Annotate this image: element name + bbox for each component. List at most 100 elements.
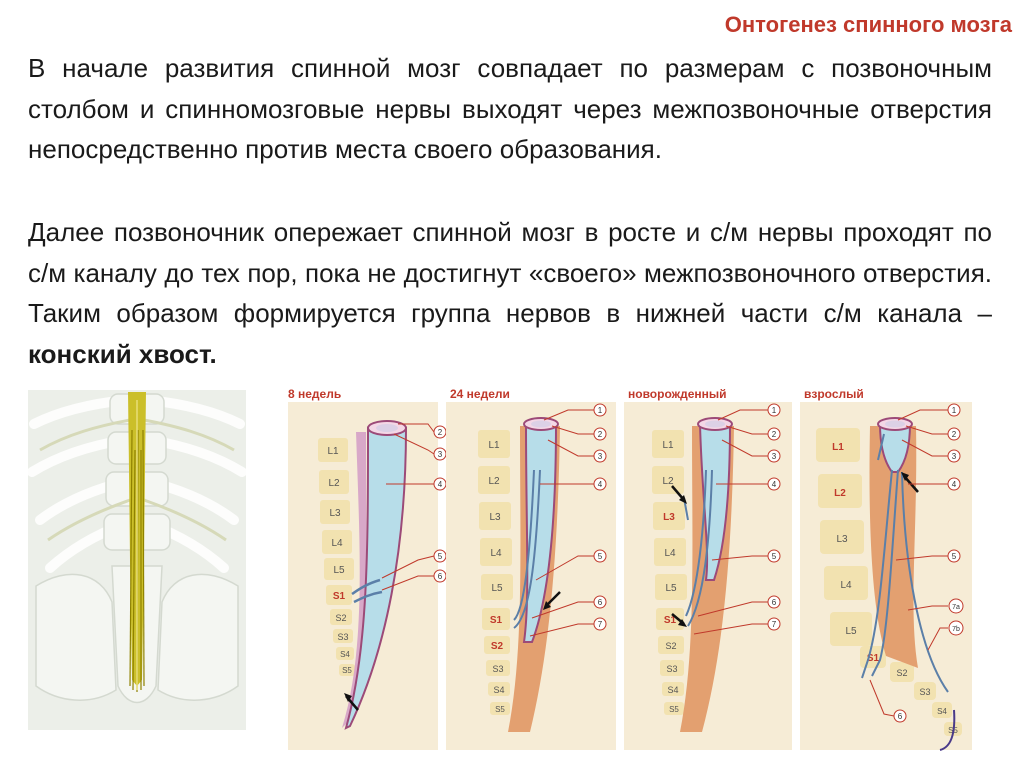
callout-label: 6 (598, 598, 603, 607)
vertebra-l5 (324, 558, 354, 580)
vertebra-s4 (488, 682, 510, 696)
vertebra-label: L5 (333, 565, 345, 576)
callout-label: 3 (772, 452, 777, 461)
vertebra-label: L5 (845, 626, 857, 637)
dura-mater (869, 426, 918, 668)
vertebra-label: S2 (335, 613, 346, 623)
vertebra-s1 (326, 585, 352, 605)
stage-8-weeks: 8 недель L1 L2 L3 L4 L5 S1 S2 S3 S4 S5 (288, 387, 447, 750)
vertebra-s5 (664, 702, 684, 715)
vertebra-l3 (820, 520, 864, 554)
vertebra-s3 (486, 660, 510, 676)
callout-label: 7a (952, 604, 960, 611)
stage-title: 8 недель (288, 387, 341, 401)
vertebra-l4 (322, 530, 352, 554)
development-paragraph: Далее позвоночник опережает спинной мозг… (28, 212, 992, 374)
vertebra-s4 (336, 647, 354, 660)
slide-title: Онтогенез спинного мозга (724, 12, 1012, 37)
vertebra-label: L3 (329, 508, 341, 519)
callout-label: 1 (772, 406, 777, 415)
callout-label: 2 (598, 430, 603, 439)
spinal-nerve (351, 578, 381, 596)
vertebra-s5 (490, 702, 510, 715)
callout-label: 2 (952, 430, 957, 439)
vertebra-column (816, 428, 962, 736)
vertebra-label: L2 (662, 476, 674, 487)
callout-label: 2 (438, 428, 443, 437)
pointer-arrow (545, 591, 561, 607)
callout-label: 4 (772, 480, 777, 489)
vertebra-label: S4 (937, 707, 947, 716)
vertebra-label: L4 (490, 548, 502, 559)
vertebra-label: S5 (495, 705, 505, 714)
vertebra-label: L2 (834, 488, 846, 499)
stage-title: взрослый (804, 387, 864, 401)
vertebra-label: S2 (896, 668, 907, 678)
vertebra-l3 (653, 502, 685, 530)
vertebra-label: S4 (340, 650, 350, 659)
vertebra-label: S1 (867, 653, 880, 664)
callout-label: 6 (898, 712, 903, 721)
callout-label: 4 (952, 480, 957, 489)
spinal-nerve (685, 469, 707, 617)
vertebra-l1 (652, 430, 684, 458)
stage-24-weeks: 24 недели L1 L2 L3 L4 L5 S1 S2 S3 S4 S5 (446, 387, 616, 750)
vertebra-s1 (656, 608, 684, 630)
vertebra-s2 (484, 636, 510, 654)
vertebra-label: S3 (666, 664, 677, 674)
callout-label: 1 (598, 406, 603, 415)
development-stages-diagram: 8 недель L1 L2 L3 L4 L5 S1 S2 S3 S4 S5 (288, 387, 972, 751)
callout-label: 4 (438, 480, 443, 489)
vertebra-l5 (655, 574, 687, 600)
callout-label: 5 (438, 552, 443, 561)
vertebra-s2 (890, 662, 914, 682)
vertebra-column (652, 430, 687, 715)
vertebra-label: L1 (327, 446, 339, 457)
vertebra-label: L4 (331, 538, 343, 549)
vertebra-l2 (478, 466, 510, 494)
vertebra-label: S4 (493, 685, 504, 695)
callout-label: 1 (952, 406, 957, 415)
vertebra-l1 (816, 428, 860, 462)
vertebra-label: L3 (836, 534, 848, 545)
vertebra-s3 (914, 682, 936, 700)
development-text: Далее позвоночник опережает спинной мозг… (28, 217, 992, 328)
spinal-cord (344, 427, 408, 730)
spinal-nerve (513, 469, 535, 621)
vertebra-l3 (479, 502, 511, 530)
vertebra-label: L2 (488, 476, 500, 487)
vertebra-label: S5 (669, 705, 679, 714)
vertebra-column (318, 438, 355, 676)
vertebra-label: L3 (663, 512, 675, 523)
vertebra-label: S1 (490, 615, 503, 626)
vertebra-l4 (824, 566, 868, 600)
spinal-cord (522, 423, 558, 643)
stage-newborn: новорожденный L1 L2 L3 L4 L5 S1 S2 S3 S4… (624, 387, 792, 750)
vertebra-label: L1 (488, 440, 500, 451)
stage-title: новорожденный (628, 387, 727, 401)
stage-adult: взрослый L1 L2 L3 L4 L5 S1 S2 S3 S4 S5 (800, 387, 972, 751)
vertebra-label: L5 (491, 583, 503, 594)
vertebra-l5 (830, 612, 872, 646)
vertebra-label: L3 (489, 512, 501, 523)
vertebra-l4 (480, 538, 512, 566)
vertebra-s1 (482, 608, 510, 630)
spinal-nerve (861, 469, 893, 679)
vertebra-s4 (932, 702, 952, 718)
callout-label: 4 (598, 480, 603, 489)
callout-label: 3 (952, 452, 957, 461)
callout-label: 7 (772, 620, 777, 629)
vertebra-s4 (662, 682, 684, 696)
cauda-equina-term: конский хвост. (28, 338, 217, 369)
vertebra-label: L4 (840, 580, 852, 591)
callout-label: 7b (952, 626, 960, 633)
vertebra-s5 (339, 664, 355, 676)
vertebra-label: S2 (491, 641, 504, 652)
vertebra-label: L5 (665, 583, 677, 594)
vertebra-column (478, 430, 513, 715)
callout-label: 5 (952, 552, 957, 561)
vertebra-s2 (658, 636, 684, 654)
callout-label: 7 (598, 620, 603, 629)
stage-title: 24 недели (450, 387, 510, 401)
vertebra-label: L1 (832, 442, 844, 453)
